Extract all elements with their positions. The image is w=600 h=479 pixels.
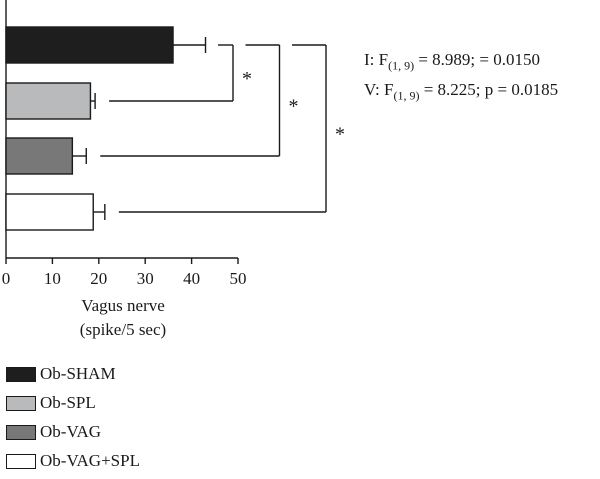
x-tick-label: 20 <box>90 269 107 288</box>
significance-asterisk: * <box>289 96 299 118</box>
legend-swatch <box>6 396 36 411</box>
significance-asterisk: * <box>335 124 345 146</box>
stats-line-1: I: F(1, 9) = 8.989; = 0.0150 <box>364 50 540 73</box>
x-tick-label: 50 <box>230 269 247 288</box>
legend-label: Ob-SPL <box>40 393 96 412</box>
legend-label: Ob-VAG <box>40 422 102 441</box>
x-tick-label: 10 <box>44 269 61 288</box>
bar-ob-sham <box>5 26 174 64</box>
bar-ob-spl <box>5 82 92 120</box>
legend-swatch <box>6 454 36 469</box>
bar-ob-vag-spl <box>5 193 94 231</box>
x-axis-label-line-2: (spike/5 sec) <box>79 320 167 339</box>
legend-swatch <box>6 425 36 440</box>
stats-line-2: V: F(1, 9) = 8.225; p = 0.0185 <box>364 80 559 103</box>
legend-label: Ob-SHAM <box>40 364 116 383</box>
bar-ob-vag <box>5 137 74 175</box>
x-tick-label: 30 <box>137 269 154 288</box>
legend-label: Ob-VAG+SPL <box>40 451 140 470</box>
legend-swatch <box>6 367 36 382</box>
x-axis-label-line-1: Vagus nerve <box>81 296 165 315</box>
x-tick-label: 0 <box>2 269 11 288</box>
x-tick-label: 40 <box>183 269 200 288</box>
significance-asterisk: * <box>242 68 252 90</box>
